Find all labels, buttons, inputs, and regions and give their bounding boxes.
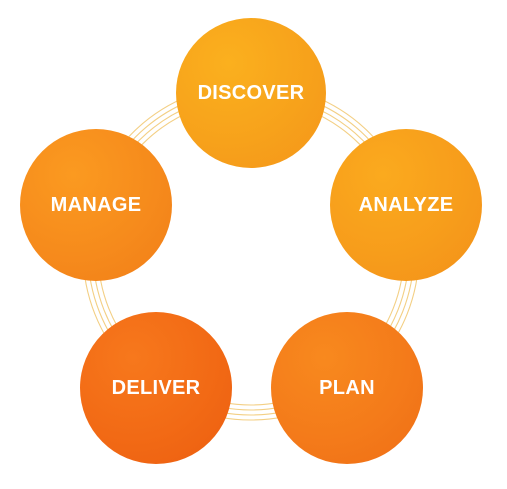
node-plan: PLAN bbox=[271, 312, 423, 464]
node-deliver-label: DELIVER bbox=[111, 376, 201, 399]
node-manage: MANAGE bbox=[20, 129, 172, 281]
node-deliver: DELIVER bbox=[80, 312, 232, 464]
node-analyze: ANALYZE bbox=[330, 129, 482, 281]
node-discover: DISCOVER bbox=[176, 18, 326, 168]
node-manage-label: MANAGE bbox=[50, 193, 142, 216]
node-discover-label: DISCOVER bbox=[197, 81, 305, 104]
node-plan-label: PLAN bbox=[319, 376, 375, 399]
node-analyze-label: ANALYZE bbox=[358, 193, 454, 216]
